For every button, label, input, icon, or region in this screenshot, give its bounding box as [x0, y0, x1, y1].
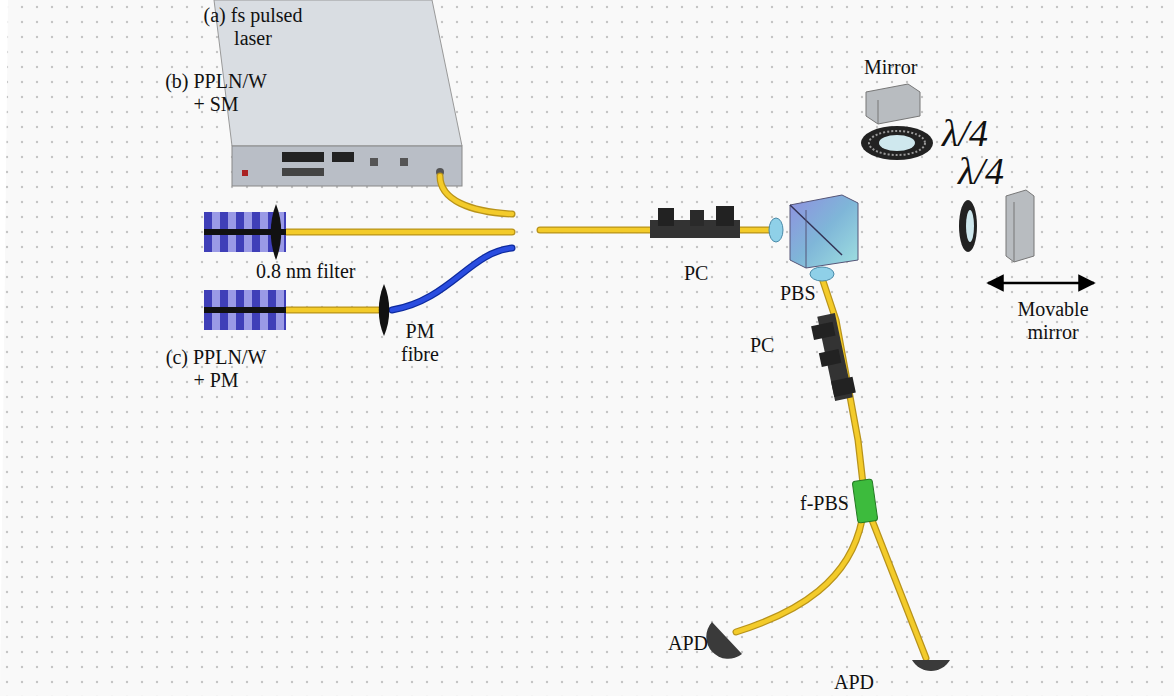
part-label: PBS — [780, 282, 816, 305]
part-label: (a) fs pulsed laser — [188, 4, 318, 50]
polarisation-controller — [811, 313, 856, 401]
part-label: Movable mirror — [1010, 298, 1096, 344]
double-arrow — [988, 282, 1094, 285]
part-label: APD — [834, 671, 874, 694]
part-label: (c) PPLN/W + PM — [158, 346, 274, 392]
fibres — [285, 176, 926, 658]
waveplate — [959, 200, 977, 252]
part-label: 0.8 nm filter — [256, 260, 355, 283]
part-label: Mirror — [864, 56, 917, 79]
lens — [769, 218, 783, 242]
part-label: PC — [684, 262, 708, 285]
apd — [912, 660, 950, 671]
waveplate-label: λ/4 — [958, 150, 1004, 192]
lens — [810, 267, 834, 281]
part-label: f-PBS — [800, 492, 849, 515]
apd — [706, 622, 742, 659]
part-label: PC — [750, 334, 774, 357]
pbs-cube — [790, 195, 858, 268]
part-label: APD — [668, 632, 708, 655]
waveplate-label: λ/4 — [942, 112, 988, 154]
part-label: PM fibre — [388, 320, 452, 366]
fibre-pbs — [852, 479, 878, 523]
part-label: (b) PPLN/W + SM — [158, 70, 274, 116]
polarisation-controller — [650, 206, 740, 238]
movable-mirror — [1006, 190, 1034, 262]
waveplate — [861, 126, 933, 160]
mirror — [866, 84, 920, 124]
ppln-crystal — [204, 290, 286, 330]
